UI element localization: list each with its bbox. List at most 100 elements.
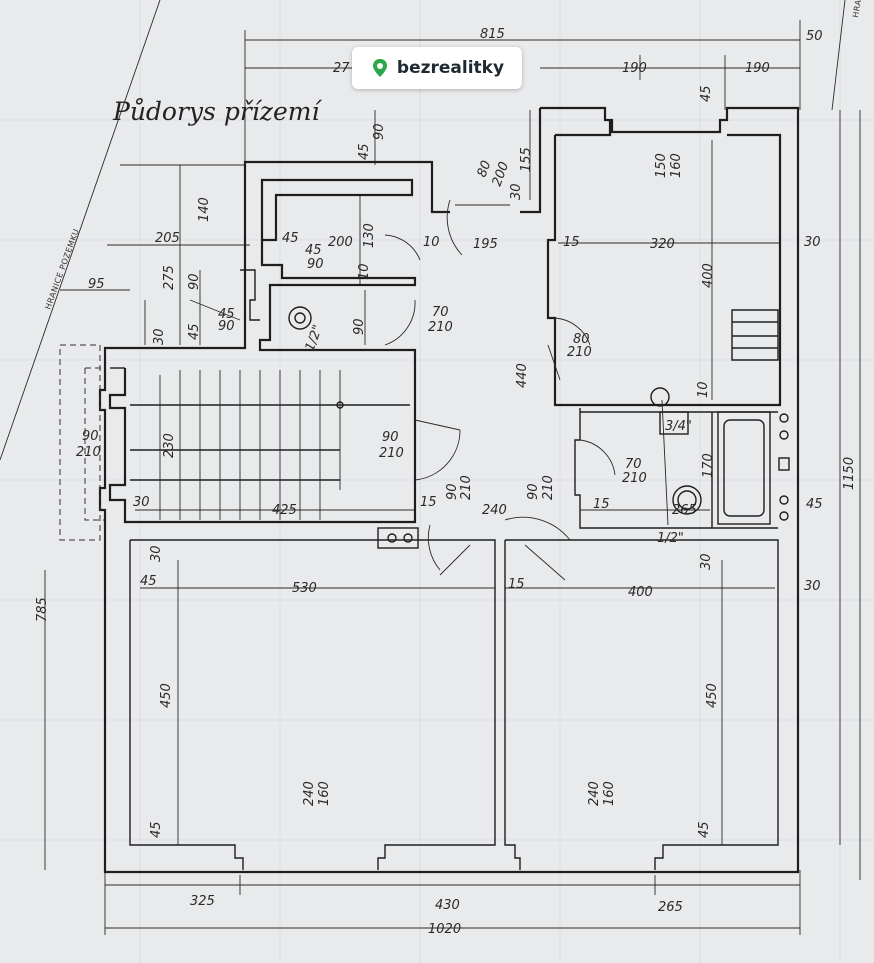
dim-label: 10: [357, 263, 372, 280]
dim-label: 190: [622, 61, 647, 76]
dim-label: 30: [509, 183, 524, 200]
dim-label: 205: [155, 231, 180, 246]
dim-label: 45: [697, 821, 712, 838]
dim-label: 450: [705, 683, 720, 708]
bathtub-icon: [717, 411, 771, 525]
dim-label: 160: [317, 781, 332, 806]
dim-label: 90: [307, 257, 324, 272]
dim-label: 30: [152, 328, 167, 345]
dim-label: 90: [82, 429, 99, 444]
dim-label: 90: [372, 123, 387, 140]
dim-label: 27: [333, 61, 350, 76]
location-pin-icon: [372, 59, 387, 77]
dim-label: 15: [508, 577, 525, 592]
dim-label: 275: [162, 265, 177, 290]
dim-label: 210: [379, 446, 404, 461]
dim-label: 210: [541, 475, 556, 500]
dim-label: 45: [218, 307, 235, 322]
dim-label: 45: [187, 323, 202, 340]
dim-label: 450: [159, 683, 174, 708]
dim-label: 1150: [842, 457, 857, 490]
dim-label: 400: [628, 585, 653, 600]
brand-badge[interactable]: bezrealitky: [352, 47, 522, 89]
plan-title: Půdorys přízemí: [112, 97, 322, 126]
dim-label: 30: [133, 495, 150, 510]
dim-label: 140: [197, 197, 212, 222]
dim-label: 70: [432, 305, 449, 320]
dim-label: 210: [567, 345, 592, 360]
staircase: [59, 344, 410, 541]
dim-label: 210: [459, 475, 474, 500]
dim-label: 45: [282, 231, 299, 246]
dim-label: 160: [602, 781, 617, 806]
dim-label: 45: [305, 243, 322, 258]
dim-label: 425: [272, 503, 297, 518]
dim-label: 15: [593, 497, 610, 512]
dim-label: 325: [190, 894, 215, 909]
dim-label: 30: [804, 235, 821, 250]
dim-label: 240: [482, 503, 507, 518]
doors: [384, 199, 616, 581]
dim-label: 45: [357, 143, 372, 160]
dim-label: 1/2": [657, 531, 684, 546]
dim-label: 200: [328, 235, 353, 250]
dim-label: 210: [428, 320, 453, 335]
dim-label: 15: [563, 235, 580, 250]
dimension-lines: [44, 20, 861, 935]
dim-label: 70: [625, 457, 642, 472]
dim-label: 90: [445, 483, 460, 500]
dim-label: 190: [745, 61, 770, 76]
dim-label: 195: [473, 237, 498, 252]
dim-label: 240: [302, 781, 317, 806]
dim-label: 265: [672, 503, 697, 518]
dim-label: 90: [187, 273, 202, 290]
dim-label: 95: [88, 277, 105, 292]
chimney-icon: [288, 306, 312, 330]
dim-label: 785: [35, 597, 50, 622]
dim-label: 160: [669, 153, 684, 178]
dim-label: 430: [435, 898, 460, 913]
dim-label: 80: [573, 332, 590, 347]
dim-label: 150: [654, 153, 669, 178]
sink-icon: [650, 387, 670, 407]
dim-label: 45: [699, 85, 714, 102]
toilet-icon: [672, 485, 702, 515]
dim-label: 155: [519, 147, 534, 172]
dim-label: 90: [218, 319, 235, 334]
dim-label: 30: [149, 545, 164, 562]
dim-label: 210: [622, 471, 647, 486]
washbasin-icon: [659, 411, 689, 435]
dim-label: 30: [804, 579, 821, 594]
boundary-label-right: HRA: [851, 0, 863, 18]
dim-label: 815: [480, 27, 505, 42]
dim-label: 45: [149, 821, 164, 838]
dim-label: 530: [292, 581, 317, 596]
brand-name: bezrealitky: [396, 58, 505, 78]
dim-label: 130: [362, 223, 377, 248]
dim-label: 30: [699, 553, 714, 570]
dim-label: 170: [701, 453, 716, 478]
dim-label: 440: [515, 363, 530, 388]
dim-label: 45: [806, 497, 823, 512]
dim-label: 320: [650, 237, 675, 252]
dim-label: 1020: [428, 922, 461, 937]
dim-label: 240: [587, 781, 602, 806]
dim-label: 45: [140, 574, 157, 589]
dim-label: 90: [526, 483, 541, 500]
fixtures: [288, 306, 790, 549]
dim-label: 50: [806, 29, 823, 44]
dim-label: 210: [76, 445, 101, 460]
dim-label: 10: [423, 235, 440, 250]
dim-label: 265: [658, 900, 683, 915]
dimension-labels: 815 27 190 190 50 45 90 45 155 80 200 30…: [35, 27, 857, 937]
dim-label: 90: [382, 430, 399, 445]
dim-label: 10: [696, 381, 711, 398]
dim-label: 90: [352, 318, 367, 335]
dim-label: 3/4": [665, 419, 692, 434]
dim-label: 400: [701, 263, 716, 288]
dim-label: 15: [420, 495, 437, 510]
outer-walls: [98, 106, 800, 874]
dim-label: 230: [162, 433, 177, 458]
